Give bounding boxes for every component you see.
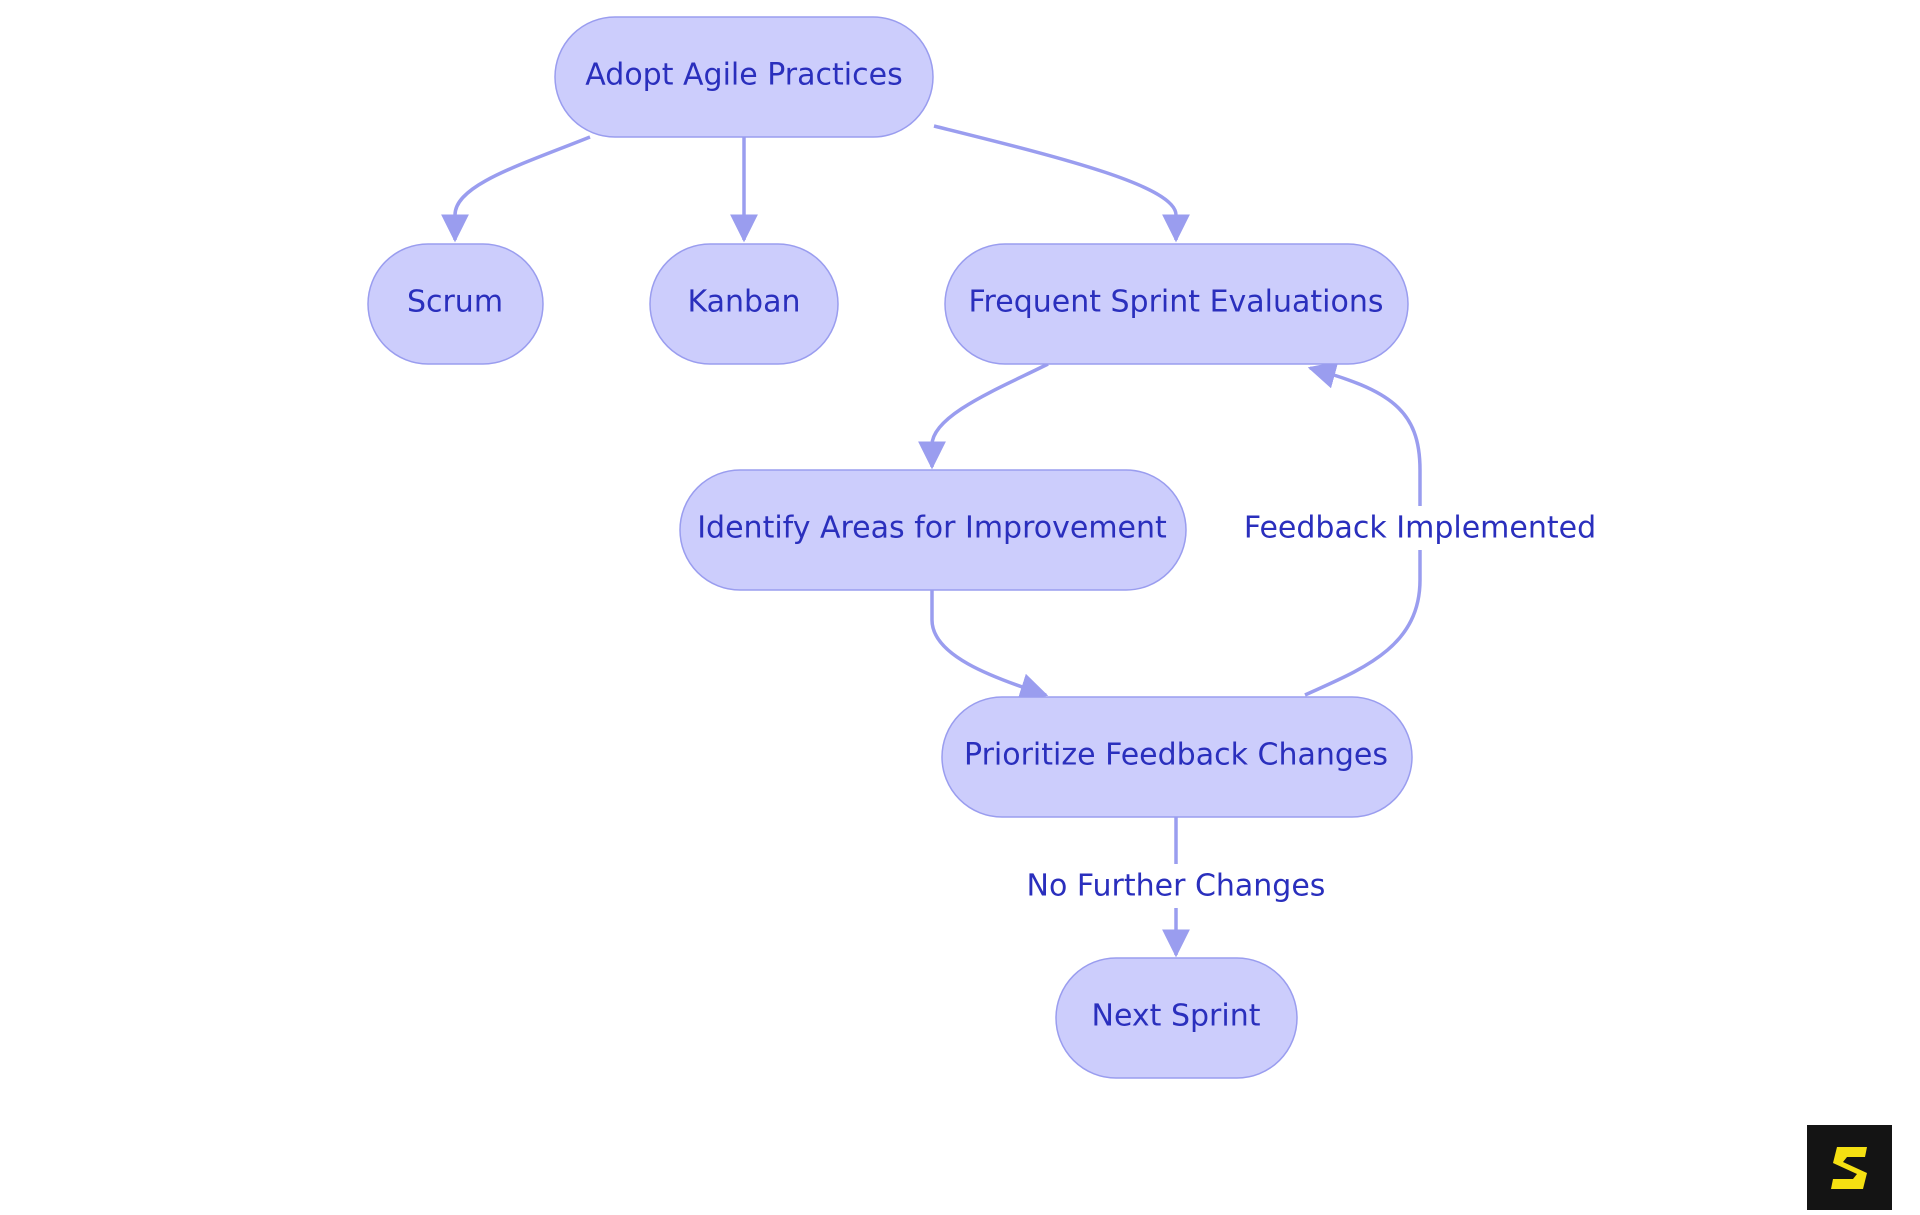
edge-adopt-to-evaluations	[933, 124, 1190, 243]
node-label: Identify Areas for Improvement	[697, 511, 1167, 546]
edge-label-no-further-changes: No Further Changes	[1027, 869, 1326, 904]
node-scrum[interactable]: Scrum	[367, 243, 544, 365]
edge-label-feedback-implemented: Feedback Implemented	[1244, 511, 1596, 546]
node-label: Prioritize Feedback Changes	[964, 738, 1388, 773]
edge-evaluations-to-identify	[918, 362, 1049, 470]
edge-adopt-to-scrum	[441, 135, 591, 243]
node-kanban[interactable]: Kanban	[649, 243, 839, 365]
node-label: Adopt Agile Practices	[585, 58, 902, 93]
node-identify-areas-for-improvement[interactable]: Identify Areas for Improvement	[679, 469, 1187, 591]
node-adopt-agile-practices[interactable]: Adopt Agile Practices	[554, 16, 934, 138]
node-frequent-sprint-evaluations[interactable]: Frequent Sprint Evaluations	[944, 243, 1409, 365]
node-label: Kanban	[688, 285, 801, 320]
edge-identify-to-prioritize	[930, 590, 1049, 701]
edge-labels: Feedback Implemented No Further Changes	[1027, 506, 1596, 908]
node-label: Next Sprint	[1092, 999, 1261, 1034]
node-prioritize-feedback-changes[interactable]: Prioritize Feedback Changes	[941, 696, 1413, 818]
node-label: Scrum	[407, 285, 503, 320]
logo-s-icon	[1807, 1125, 1892, 1210]
node-label: Frequent Sprint Evaluations	[968, 285, 1383, 320]
node-next-sprint[interactable]: Next Sprint	[1055, 957, 1298, 1079]
